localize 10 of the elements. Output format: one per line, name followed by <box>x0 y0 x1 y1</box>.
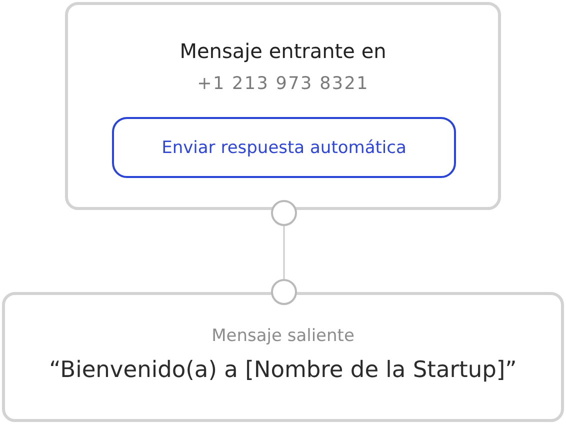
incoming-message-card <box>65 2 501 210</box>
connection-port <box>271 200 297 226</box>
connection-port <box>271 279 297 305</box>
phone-number: +1 213 973 8321 <box>196 73 370 95</box>
message-heading: Mensaje saliente <box>210 325 356 347</box>
outgoing-message-card <box>2 292 564 422</box>
message-text: “Bienvenido(a) a [Nombre de la Startup]” <box>48 356 518 385</box>
auto-reply-button: Enviar respuesta automática <box>112 117 456 178</box>
message-heading: Mensaje entrante en <box>178 38 388 64</box>
connector-line <box>283 226 285 279</box>
